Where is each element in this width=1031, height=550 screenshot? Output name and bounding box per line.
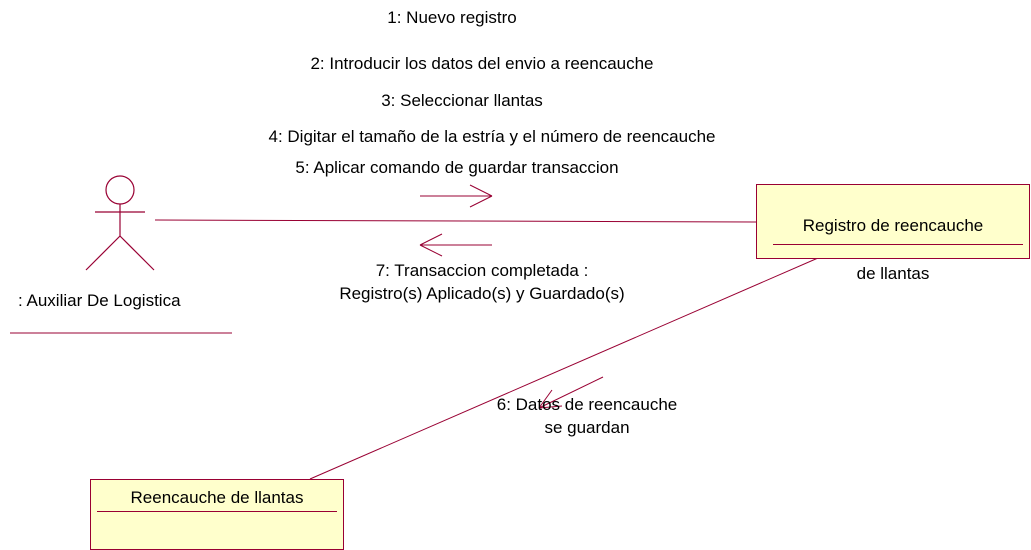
message-6-line2: se guardan: [544, 418, 630, 437]
diagonal-arrow-icon: [538, 376, 604, 409]
actor-head: [105, 175, 135, 205]
object-registro-label: Registro de reencauche de llantas: [756, 190, 1030, 286]
message-7: 7: Transaccion completada : Registro(s) …: [232, 259, 732, 305]
actor-right-leg: [119, 235, 155, 271]
object-registro-reencauche[interactable]: [756, 184, 1030, 259]
message-7-line1: 7: Transaccion completada :: [375, 261, 589, 280]
link-registro-reencauche[interactable]: [309, 257, 819, 480]
object-registro-name-line1: Registro de reencauche: [802, 216, 984, 235]
object-reencauche-llantas[interactable]: [90, 479, 344, 550]
message-1: 1: Nuevo registro: [387, 8, 517, 27]
message-3: 3: Seleccionar llantas: [381, 91, 543, 110]
actor-left-leg: [85, 235, 121, 271]
forward-arrow-icon: [420, 184, 493, 208]
link-actor-registro[interactable]: [154, 219, 757, 223]
object-registro-name-line2: de llantas: [856, 264, 930, 283]
return-arrow-icon: [419, 233, 492, 257]
message-5: 5: Aplicar comando de guardar transaccio…: [295, 158, 619, 177]
actor-stick-figure-icon[interactable]: [85, 175, 155, 271]
message-6-line1: 6: Datos de reencauche: [496, 395, 678, 414]
message-7-line2: Registro(s) Aplicado(s) y Guardado(s): [339, 284, 625, 303]
object-reencauche-name: Reencauche de llantas: [130, 488, 304, 507]
message-6: 6: Datos de reencauche se guardan: [447, 393, 727, 439]
message-4: 4: Digitar el tamaño de la estría y el n…: [268, 127, 716, 146]
actor-name: : Auxiliar De Logistica: [18, 291, 181, 310]
message-2: 2: Introducir los datos del envio a reen…: [310, 54, 654, 73]
object-reencauche-underline: [97, 511, 337, 512]
object-registro-underline: [773, 244, 1023, 245]
